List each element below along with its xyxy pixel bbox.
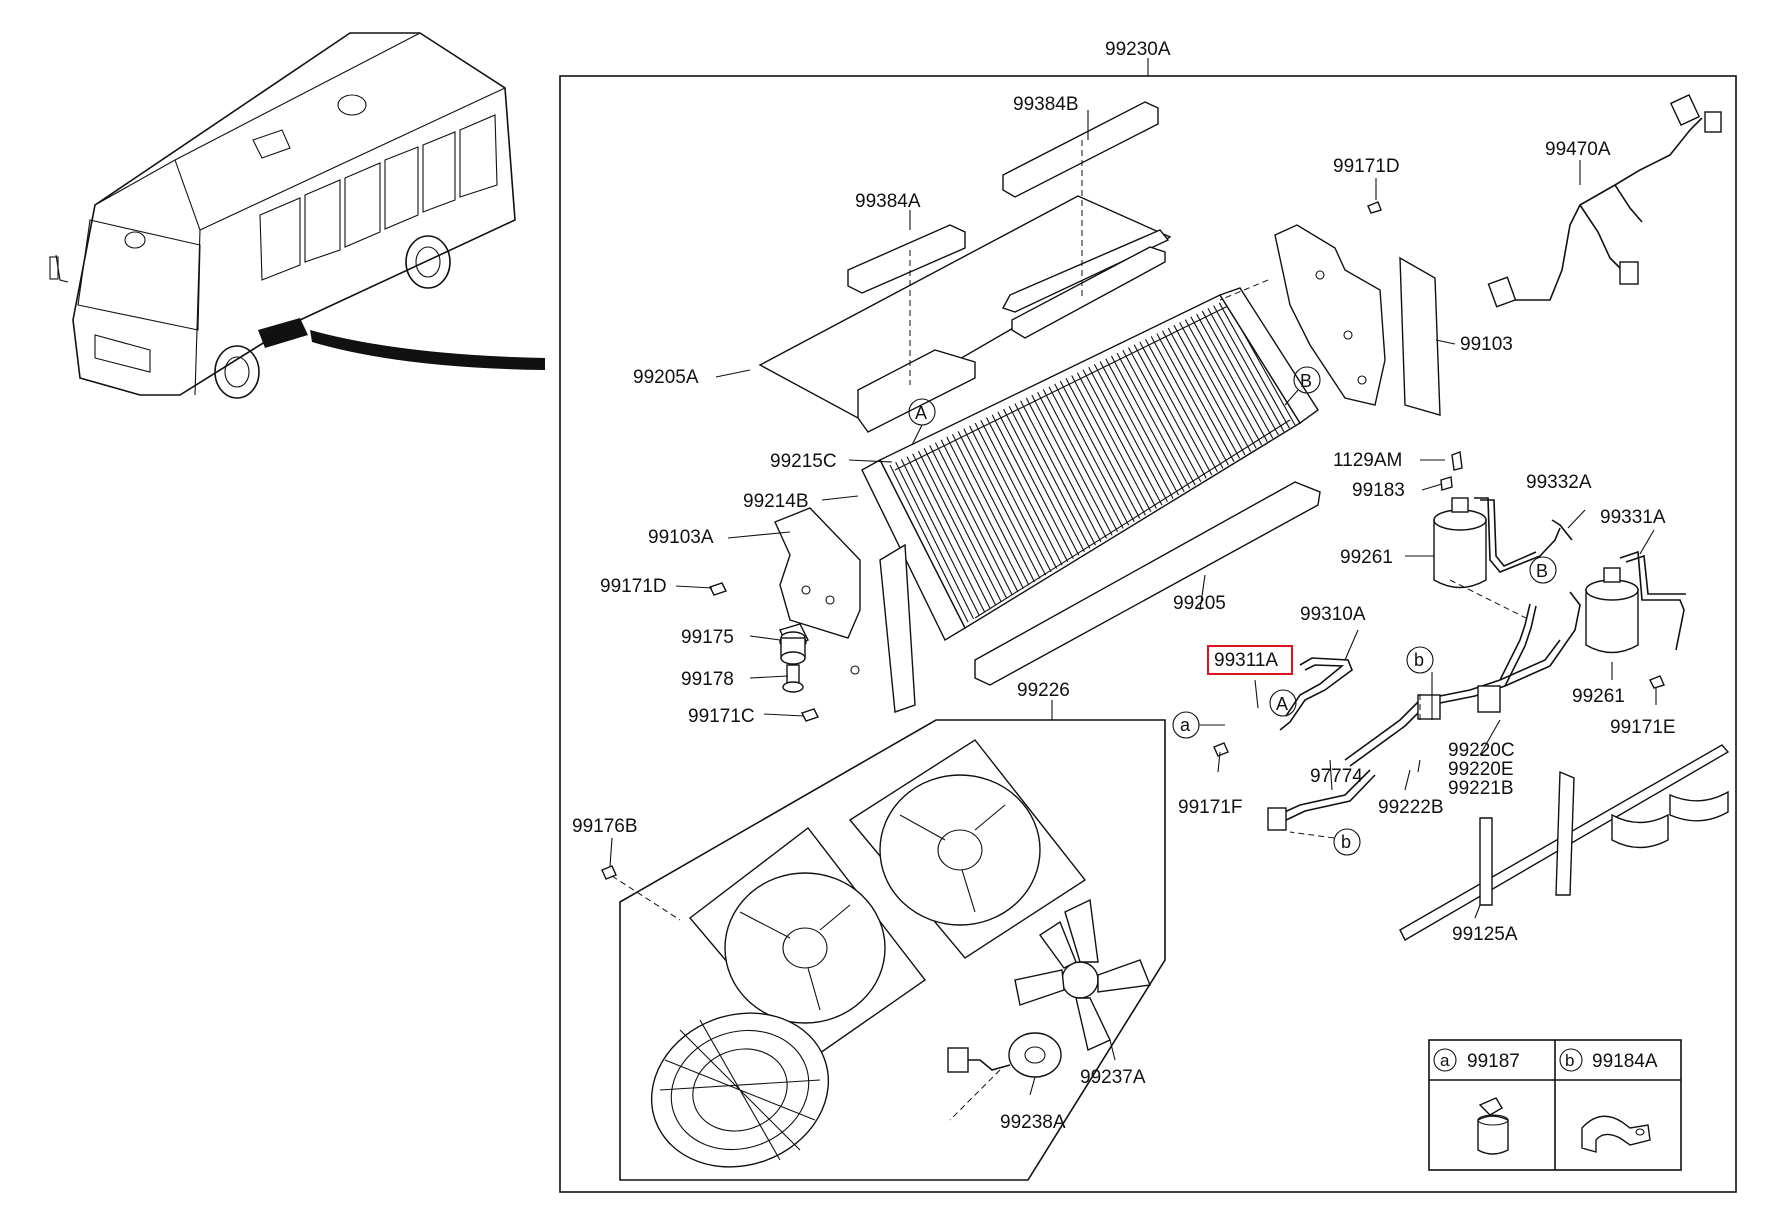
- fan-shroud-right: [848, 739, 1087, 959]
- label-99310A: 99310A: [1300, 604, 1366, 625]
- label-99103: 99103: [1460, 334, 1513, 355]
- label-99176B: 99176B: [572, 816, 638, 837]
- label-99171D-top: 99171D: [1333, 156, 1400, 177]
- fan-subframe: [619, 719, 1166, 1181]
- label-99384B: 99384B: [1013, 94, 1079, 115]
- label-99125A: 99125A: [1452, 924, 1518, 945]
- label-99205A: 99205A: [633, 367, 699, 388]
- mark-b2: b: [1341, 832, 1351, 852]
- mark-A1: A: [915, 403, 927, 423]
- clamp-99184A-illustration: [1581, 1115, 1651, 1153]
- side-bracket-99103A: [774, 507, 916, 713]
- label-99311A: 99311A: [1214, 650, 1278, 671]
- ac-pipes: [1267, 497, 1686, 831]
- label-99171C: 99171C: [688, 706, 755, 727]
- mark-B1: B: [1300, 371, 1312, 391]
- label-99220C: 99220C: [1448, 740, 1515, 761]
- dashed-leaders: [611, 279, 1531, 1121]
- receiver-drier-upper: [1433, 497, 1487, 589]
- leader-lines: [609, 110, 1657, 1096]
- legend-a-part: 99187: [1467, 1051, 1520, 1072]
- label-99230A: 99230A: [1105, 39, 1171, 60]
- side-bracket-99103: [1274, 224, 1441, 416]
- label-99470A: 99470A: [1545, 139, 1611, 160]
- label-99175: 99175: [681, 627, 734, 648]
- clip-99187-illustration: [1477, 1097, 1509, 1155]
- condenser-core: [861, 287, 1319, 641]
- label-99238A: 99238A: [1000, 1112, 1066, 1133]
- bus-illustration: [49, 32, 545, 399]
- label-99171D-left: 99171D: [600, 576, 667, 597]
- legend-a-mark: a: [1440, 1051, 1450, 1070]
- shroud-plates-99205A: [758, 195, 1172, 433]
- legend-box: a 99187 b 99184A: [1428, 1039, 1682, 1171]
- label-99261-a: 99261: [1340, 547, 1393, 568]
- label-99171E: 99171E: [1610, 717, 1676, 738]
- label-99226: 99226: [1017, 680, 1070, 701]
- label-99183: 99183: [1352, 480, 1405, 501]
- foam-seals: [847, 101, 1159, 385]
- label-99220E: 99220E: [1448, 759, 1514, 780]
- label-99205: 99205: [1173, 593, 1226, 614]
- bolts: [601, 201, 1665, 880]
- mark-b1: b: [1414, 650, 1424, 670]
- label-99331A: 99331A: [1600, 507, 1666, 528]
- label-99221B: 99221B: [1448, 778, 1514, 799]
- fan-blade: [1014, 898, 1151, 1051]
- label-99332A: 99332A: [1526, 472, 1592, 493]
- legend-b-mark: b: [1565, 1051, 1574, 1070]
- receiver-drier-lower: [1585, 567, 1639, 654]
- label-97774: 97774: [1310, 766, 1363, 787]
- mark-B2: B: [1536, 561, 1548, 581]
- legend-b-part: 99184A: [1592, 1051, 1658, 1072]
- highlight-box-99311A: [1207, 645, 1293, 675]
- label-99171F: 99171F: [1178, 797, 1242, 818]
- fan-guard-grille: [650, 1012, 830, 1168]
- label-99178: 99178: [681, 669, 734, 690]
- wiring-harness-99470A: [1487, 93, 1722, 308]
- lower-rail-99205: [974, 481, 1321, 686]
- fan-motor: [947, 1032, 1062, 1078]
- support-rail-99125A: [1399, 744, 1730, 941]
- label-99261-b: 99261: [1572, 686, 1625, 707]
- label-99215C: 99215C: [770, 451, 837, 472]
- reference-marks: A B B A a b b: [908, 366, 1557, 856]
- rubber-mounts: [780, 631, 806, 693]
- mark-A2: A: [1276, 694, 1288, 714]
- mark-a1: a: [1180, 715, 1191, 735]
- fan-shroud-left: [688, 827, 927, 1061]
- label-99222B: 99222B: [1378, 797, 1444, 818]
- callout-labels: 99230A 99384B 99384A 99171D 99470A 99205…: [572, 39, 1676, 1133]
- label-1129AM: 1129AM: [1333, 450, 1402, 471]
- label-99103A: 99103A: [648, 527, 714, 548]
- label-99214B: 99214B: [743, 491, 809, 512]
- label-99384A: 99384A: [855, 191, 921, 212]
- label-99237A: 99237A: [1080, 1067, 1146, 1088]
